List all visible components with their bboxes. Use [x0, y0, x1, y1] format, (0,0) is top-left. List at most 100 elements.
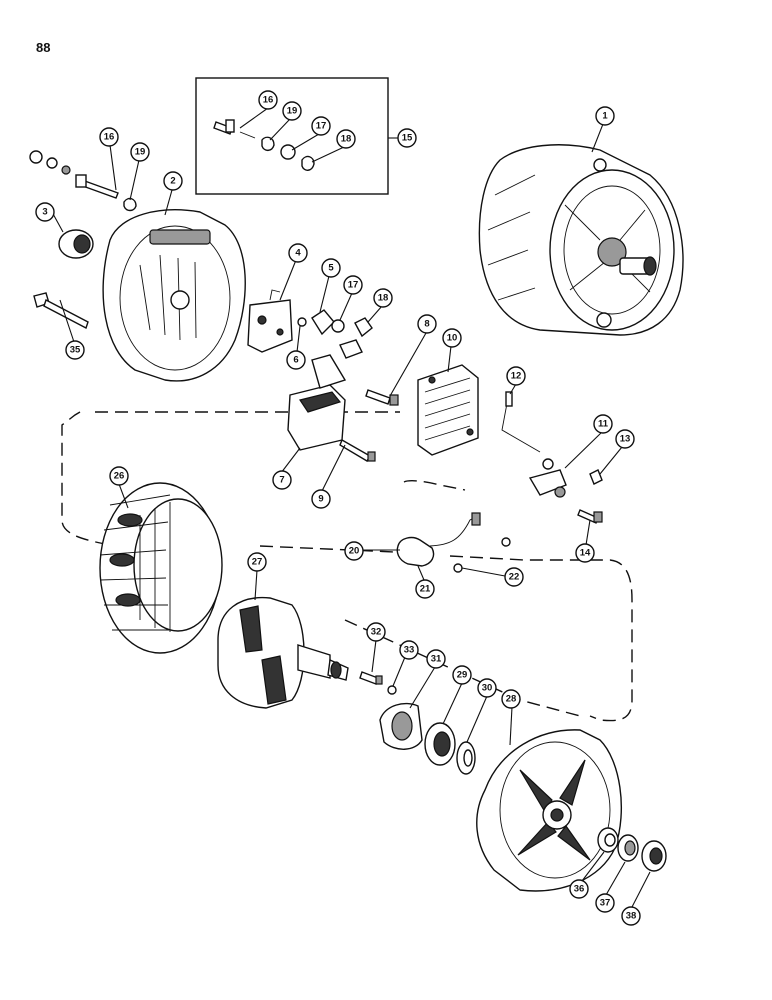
- callout-33: 33: [399, 640, 419, 660]
- fan: [617, 834, 639, 862]
- brush-holder: [287, 354, 347, 451]
- callout-18: 18: [373, 288, 393, 308]
- callout-21: 21: [415, 579, 435, 599]
- callout-17: 17: [343, 275, 363, 295]
- callout-31: 31: [426, 649, 446, 669]
- svg-text:37: 37: [600, 898, 611, 909]
- svg-text:17: 17: [348, 280, 359, 291]
- slip-ring-end-frame: [102, 209, 246, 382]
- drive-end-washer: [456, 741, 476, 775]
- svg-text:16: 16: [263, 95, 274, 106]
- stator: [99, 482, 223, 654]
- callout-5: 5: [321, 258, 341, 278]
- svg-text:19: 19: [287, 106, 298, 117]
- svg-text:8: 8: [424, 319, 429, 330]
- callout-14: 14: [575, 543, 595, 563]
- alternator-assembly: [478, 144, 684, 336]
- rotor: [217, 596, 349, 709]
- callout-38: 38: [621, 906, 641, 926]
- svg-text:20: 20: [349, 546, 360, 557]
- rectifier-bridge: [417, 364, 479, 456]
- svg-text:13: 13: [620, 434, 631, 445]
- svg-text:16: 16: [104, 132, 115, 143]
- svg-text:14: 14: [580, 548, 591, 559]
- callout-3: 3: [35, 202, 55, 222]
- bearing: [58, 229, 94, 259]
- callout-35: 35: [65, 340, 85, 360]
- callout-6: 6: [286, 350, 306, 370]
- callout-10: 10: [442, 328, 462, 348]
- svg-text:1: 1: [602, 111, 608, 122]
- svg-text:2: 2: [170, 176, 175, 187]
- svg-text:12: 12: [511, 371, 522, 382]
- callout-27: 27: [247, 552, 267, 572]
- callout-28: 28: [501, 689, 521, 709]
- svg-text:33: 33: [404, 645, 415, 656]
- capacitor: [396, 512, 511, 573]
- callout-22: 22: [504, 567, 524, 587]
- lead-strap: [501, 391, 541, 453]
- drive-end-frame: [476, 729, 622, 892]
- callout-29: 29: [452, 665, 472, 685]
- svg-text:17: 17: [316, 121, 327, 132]
- bracket-and-washers: [297, 309, 373, 359]
- callout-4: 4: [288, 243, 308, 263]
- svg-text:11: 11: [598, 419, 609, 430]
- svg-text:30: 30: [482, 683, 493, 694]
- svg-text:10: 10: [447, 333, 458, 344]
- callout-32: 32: [366, 622, 386, 642]
- callout-26: 26: [109, 466, 129, 486]
- screws: [339, 389, 399, 462]
- through-bolt: [33, 292, 89, 330]
- svg-text:28: 28: [506, 694, 517, 705]
- callout-30: 30: [477, 678, 497, 698]
- svg-text:18: 18: [341, 134, 352, 145]
- svg-text:21: 21: [420, 584, 431, 595]
- drive-end-bearing: [424, 722, 456, 766]
- callout-9: 9: [311, 489, 331, 509]
- svg-text:3: 3: [42, 207, 47, 218]
- svg-text:7: 7: [279, 475, 284, 486]
- callout-7: 7: [272, 470, 292, 490]
- callout-11: 11: [593, 414, 613, 434]
- svg-text:32: 32: [371, 627, 382, 638]
- diode-trio: [528, 458, 603, 524]
- callout-8: 8: [417, 314, 437, 334]
- callout-36: 36: [569, 879, 589, 899]
- internal-components-outline: [61, 411, 633, 722]
- svg-text:27: 27: [252, 557, 263, 568]
- pulley: [641, 840, 667, 872]
- terminal-hardware: [29, 150, 137, 212]
- drive-collar: [597, 827, 619, 853]
- callout-15: 15: [397, 128, 417, 148]
- page-number: 88: [36, 40, 51, 55]
- retainer-plate: [379, 702, 423, 750]
- callout-37: 37: [595, 893, 615, 913]
- svg-text:6: 6: [293, 355, 298, 366]
- svg-text:22: 22: [509, 572, 520, 583]
- leader-lines: [51, 107, 651, 908]
- svg-text:18: 18: [378, 293, 389, 304]
- svg-text:29: 29: [457, 670, 468, 681]
- callout-20: 20: [344, 541, 364, 561]
- svg-text:35: 35: [70, 345, 81, 356]
- svg-text:15: 15: [402, 133, 413, 144]
- inset-callout-16: 16: [258, 90, 278, 110]
- svg-text:9: 9: [318, 494, 323, 505]
- svg-text:36: 36: [574, 884, 585, 895]
- svg-text:26: 26: [114, 471, 125, 482]
- inset-callout-17: 17: [311, 116, 331, 136]
- callout-12: 12: [506, 366, 526, 386]
- terminal-kit-inset-frame: [195, 77, 389, 195]
- callout-1: 1: [595, 106, 615, 126]
- svg-text:38: 38: [626, 911, 637, 922]
- svg-text:4: 4: [295, 248, 301, 259]
- svg-text:19: 19: [135, 147, 146, 158]
- callout-19: 19: [130, 142, 150, 162]
- inset-callout-18: 18: [336, 129, 356, 149]
- regulator: [247, 289, 293, 353]
- svg-text:31: 31: [431, 654, 442, 665]
- retainer-screw: [359, 671, 397, 695]
- svg-text:5: 5: [328, 263, 334, 274]
